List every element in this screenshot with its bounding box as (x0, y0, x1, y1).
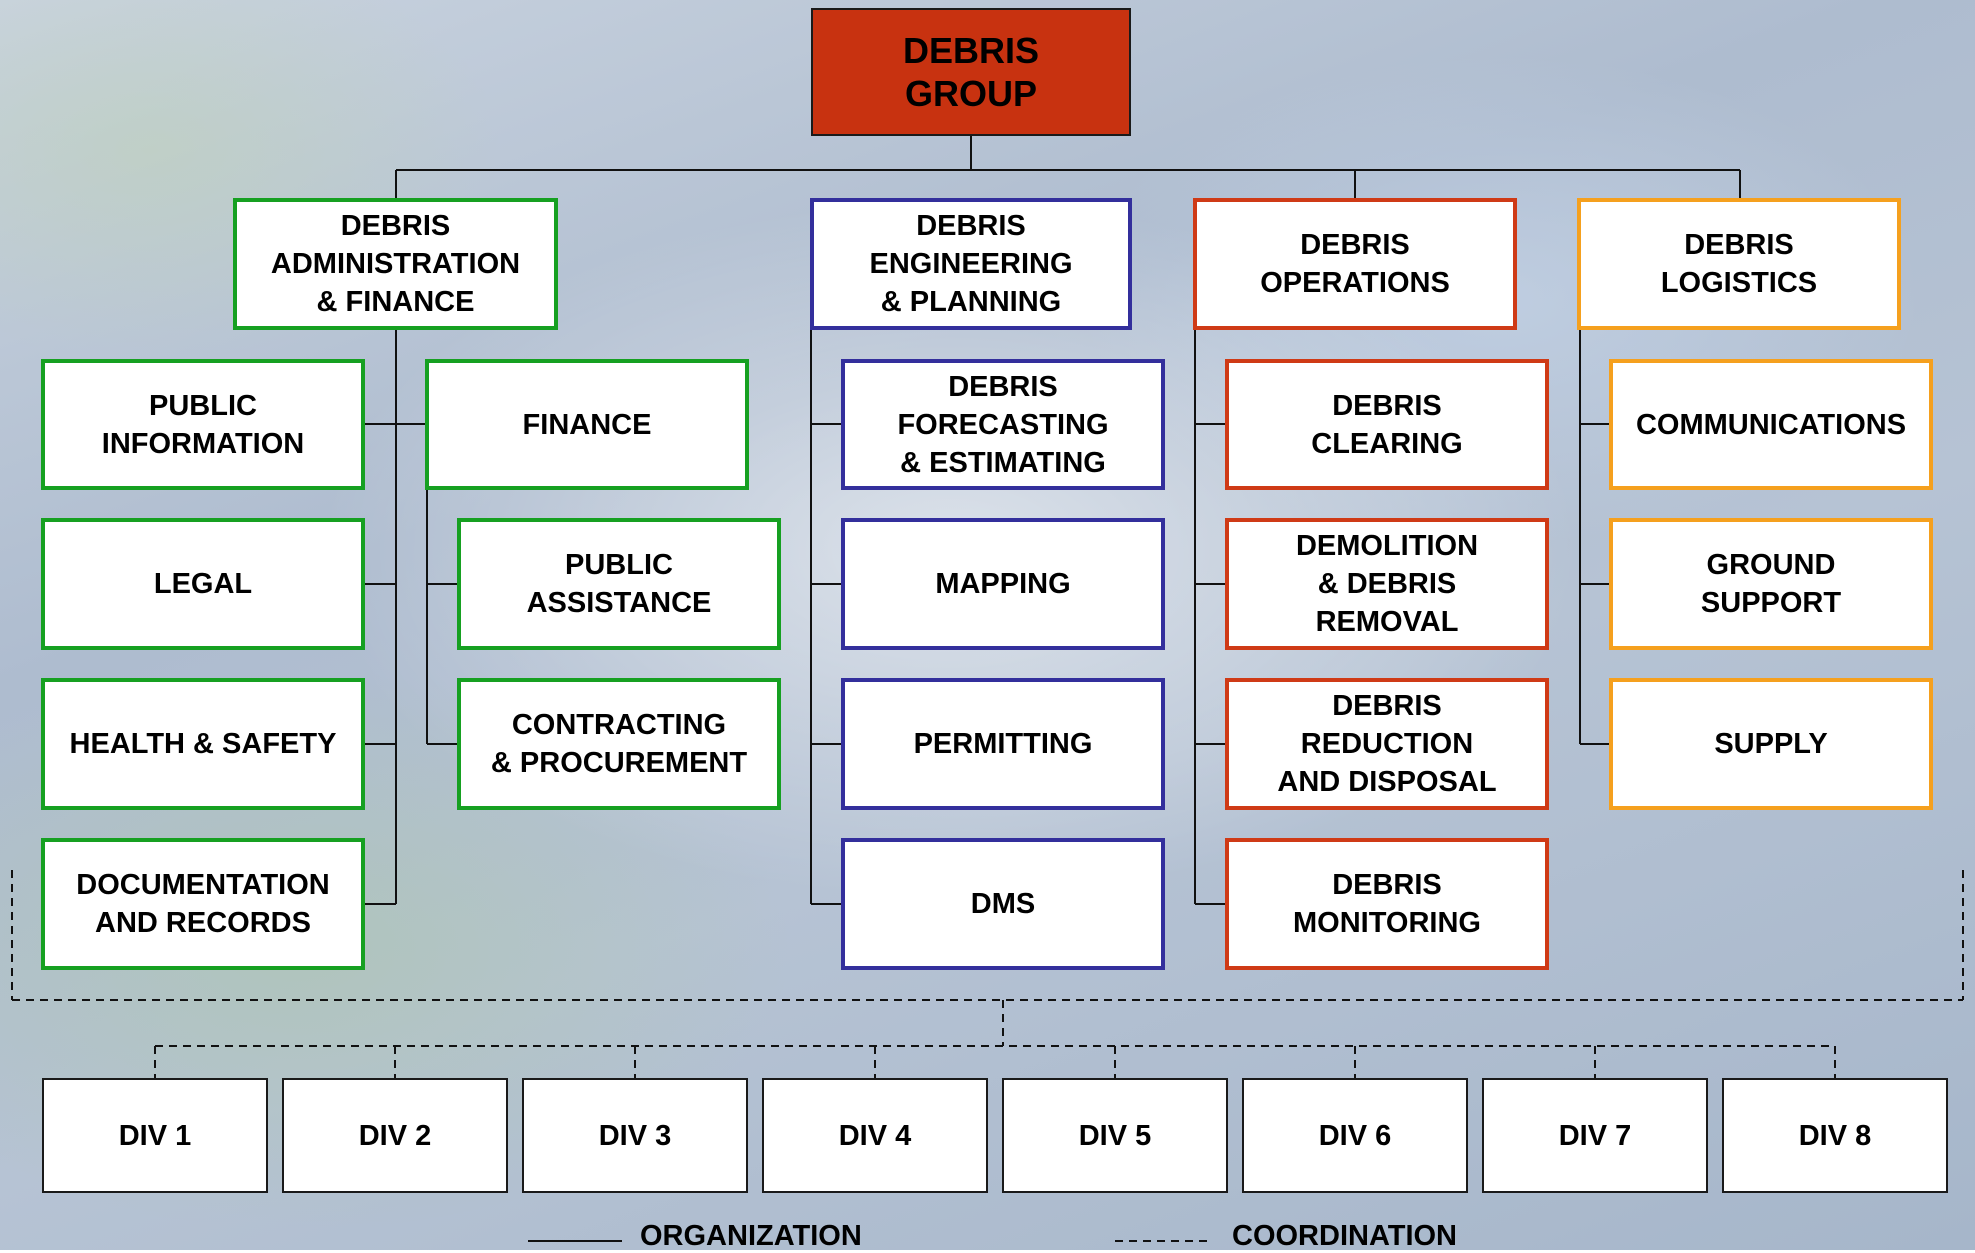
ground-support-box: GROUND SUPPORT (1609, 518, 1933, 650)
contracting-procurement-box: CONTRACTING & PROCUREMENT (457, 678, 781, 810)
debris-group-label: DEBRIS GROUP (902, 30, 1040, 114)
documentation-records-box: DOCUMENTATION AND RECORDS (41, 838, 365, 970)
division-label: DIV 1 (118, 1119, 192, 1152)
division-label: DIV 6 (1318, 1119, 1392, 1152)
ground-support-label: GROUND SUPPORT (1700, 549, 1842, 619)
division-label: DIV 3 (598, 1119, 672, 1152)
forecasting-estimating-box: DEBRIS FORECASTING & ESTIMATING (841, 359, 1165, 490)
division-box: DIV 5 (1002, 1078, 1228, 1193)
permitting-box: PERMITTING (841, 678, 1165, 810)
dms-label: DMS (970, 888, 1036, 920)
health-safety-box: HEALTH & SAFETY (41, 678, 365, 810)
division-box: DIV 4 (762, 1078, 988, 1193)
communications-box: COMMUNICATIONS (1609, 359, 1933, 490)
division-box: DIV 3 (522, 1078, 748, 1193)
documentation-records-label: DOCUMENTATION AND RECORDS (76, 869, 330, 939)
legal-label: LEGAL (153, 568, 253, 600)
reduction-disposal-box: DEBRIS REDUCTION AND DISPOSAL (1225, 678, 1549, 810)
public-information-label: PUBLIC INFORMATION (101, 389, 305, 460)
division-label: DIV 7 (1558, 1119, 1632, 1152)
health-safety-label: HEALTH & SAFETY (69, 728, 337, 760)
public-assistance-box: PUBLIC ASSISTANCE (457, 518, 781, 650)
dms-box: DMS (841, 838, 1165, 970)
public-information-box: PUBLIC INFORMATION (41, 359, 365, 490)
division-label: DIV 2 (358, 1119, 432, 1152)
operations-label: DEBRIS OPERATIONS (1260, 229, 1450, 299)
admin-finance-box: DEBRIS ADMINISTRATION & FINANCE (233, 198, 558, 330)
mapping-box: MAPPING (841, 518, 1165, 650)
engineering-planning-box: DEBRIS ENGINEERING & PLANNING (810, 198, 1132, 330)
legend-coordination-label: COORDINATION (1232, 1220, 1458, 1252)
division-box: DIV 1 (42, 1078, 268, 1193)
legend-organization-label: ORGANIZATION (640, 1220, 862, 1252)
admin-finance-label: DEBRIS ADMINISTRATION & FINANCE (270, 210, 521, 318)
debris-monitoring-box: DEBRIS MONITORING (1225, 838, 1549, 970)
engineering-planning-label: DEBRIS ENGINEERING & PLANNING (869, 210, 1073, 318)
debris-clearing-box: DEBRIS CLEARING (1225, 359, 1549, 490)
public-assistance-label: PUBLIC ASSISTANCE (526, 549, 712, 619)
supply-label: SUPPLY (1714, 728, 1828, 760)
logistics-box: DEBRIS LOGISTICS (1577, 198, 1901, 330)
communications-label: COMMUNICATIONS (1635, 408, 1907, 441)
forecasting-estimating-label: DEBRIS FORECASTING & ESTIMATING (897, 370, 1109, 479)
debris-group-box: DEBRIS GROUP (811, 8, 1131, 136)
debris-monitoring-label: DEBRIS MONITORING (1293, 869, 1481, 939)
finance-label: FINANCE (522, 408, 652, 441)
permitting-label: PERMITTING (913, 728, 1093, 760)
supply-box: SUPPLY (1609, 678, 1933, 810)
legal-box: LEGAL (41, 518, 365, 650)
demolition-removal-box: DEMOLITION & DEBRIS REMOVAL (1225, 518, 1549, 650)
mapping-label: MAPPING (935, 568, 1071, 600)
division-label: DIV 8 (1798, 1119, 1872, 1152)
debris-clearing-label: DEBRIS CLEARING (1311, 389, 1463, 460)
division-label: DIV 5 (1078, 1119, 1152, 1152)
finance-box: FINANCE (425, 359, 749, 490)
division-label: DIV 4 (838, 1119, 912, 1152)
reduction-disposal-label: DEBRIS REDUCTION AND DISPOSAL (1277, 690, 1497, 798)
division-box: DIV 7 (1482, 1078, 1708, 1193)
demolition-removal-label: DEMOLITION & DEBRIS REMOVAL (1295, 530, 1479, 638)
division-box: DIV 2 (282, 1078, 508, 1193)
operations-box: DEBRIS OPERATIONS (1193, 198, 1517, 330)
division-box: DIV 6 (1242, 1078, 1468, 1193)
division-box: DIV 8 (1722, 1078, 1948, 1193)
logistics-label: DEBRIS LOGISTICS (1660, 229, 1818, 299)
contracting-procurement-label: CONTRACTING & PROCUREMENT (490, 709, 748, 779)
